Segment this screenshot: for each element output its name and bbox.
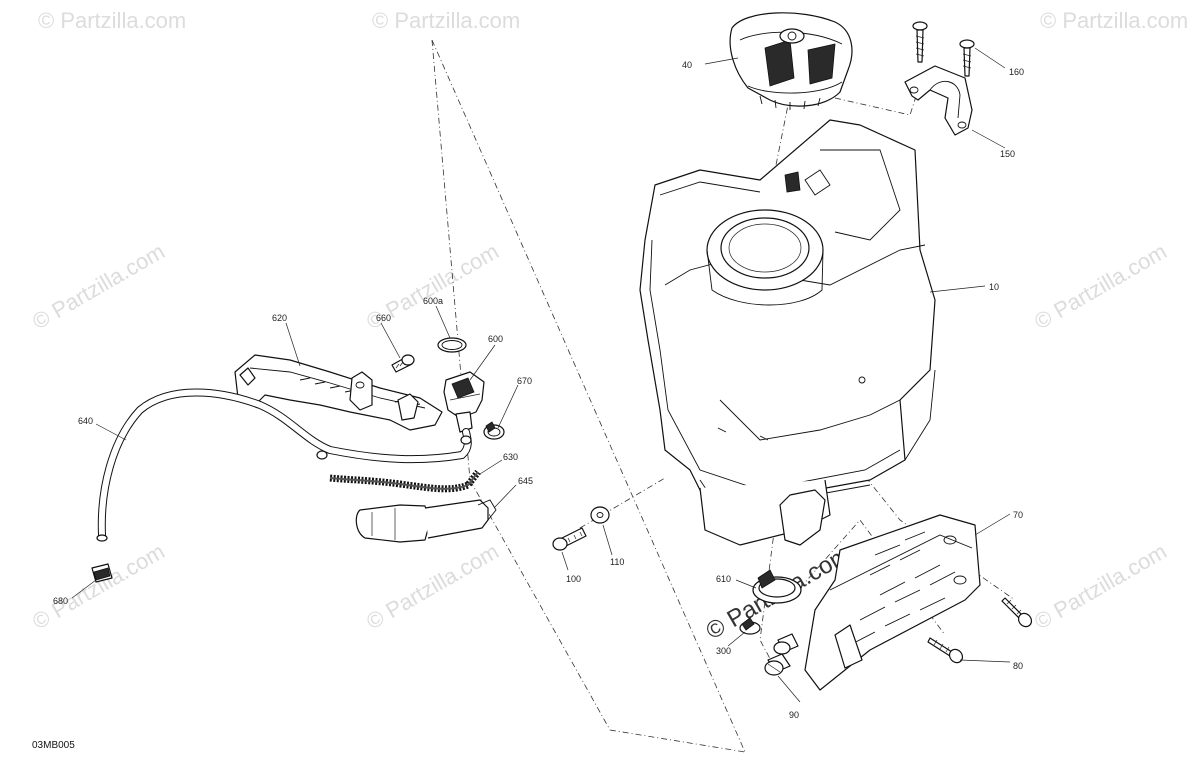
corrugated-hose <box>329 469 481 493</box>
washer <box>590 506 610 524</box>
screw <box>927 637 964 664</box>
watermark: © Partzilla.com <box>1040 8 1188 33</box>
callout-640: 640 <box>78 416 93 426</box>
screw <box>1001 597 1033 628</box>
callout-610: 610 <box>716 574 731 584</box>
callout-680: 680 <box>53 596 68 606</box>
watermark: © Partzilla.com <box>28 239 169 335</box>
rollover-valve <box>443 371 485 433</box>
leader-lines <box>71 47 1011 703</box>
skid-plate <box>804 514 981 691</box>
flange-bolt <box>773 633 799 655</box>
watermark: © Partzilla.com <box>372 8 520 33</box>
callout-labels: 40 10 70 80 90 100 110 150 160 300 600 6… <box>53 60 1024 720</box>
drawing-code: 03MB005 <box>32 740 75 751</box>
callout-670: 670 <box>517 376 532 386</box>
callout-40: 40 <box>682 60 692 70</box>
screw <box>959 39 975 77</box>
bolt <box>391 354 415 373</box>
alignment-line <box>431 39 746 753</box>
callout-645: 645 <box>518 476 533 486</box>
hose-clamp <box>752 569 802 604</box>
callout-660: 660 <box>376 313 391 323</box>
flange-bolt <box>764 653 791 676</box>
watermark: © Partzilla.com <box>28 539 169 635</box>
callout-300: 300 <box>716 646 731 656</box>
vent-hose <box>96 388 472 542</box>
hose-clamp-small <box>483 421 505 440</box>
watermark: © Partzilla.com <box>1030 239 1171 335</box>
small-clamp <box>739 617 761 635</box>
tank-clamp <box>904 65 973 136</box>
callout-630: 630 <box>503 452 518 462</box>
callout-80: 80 <box>1013 661 1023 671</box>
callout-90: 90 <box>789 710 799 720</box>
watermark: © Partzilla.com <box>38 8 186 33</box>
alignment-line <box>834 89 919 116</box>
watermark: © Partzilla.com <box>362 539 503 635</box>
hose-bracket <box>234 354 443 431</box>
screw <box>912 21 928 63</box>
hose-end-clamp <box>91 563 113 583</box>
watermark: © Partzilla.com <box>1030 539 1171 635</box>
fuel-cap <box>729 12 853 110</box>
o-ring <box>437 337 467 353</box>
callout-70: 70 <box>1013 510 1023 520</box>
callout-10: 10 <box>989 282 999 292</box>
vent-filter <box>355 499 497 543</box>
bolt <box>552 527 587 551</box>
callout-620: 620 <box>272 313 287 323</box>
callout-100: 100 <box>566 574 581 584</box>
callout-600: 600 <box>488 334 503 344</box>
callout-150: 150 <box>1000 149 1015 159</box>
fuel-tank <box>639 119 936 546</box>
watermark-layer: © Partzilla.com © Partzilla.com © Partzi… <box>28 8 1188 645</box>
callout-600a: 600a <box>423 296 443 306</box>
callout-110: 110 <box>610 557 624 567</box>
callout-160: 160 <box>1009 67 1024 77</box>
